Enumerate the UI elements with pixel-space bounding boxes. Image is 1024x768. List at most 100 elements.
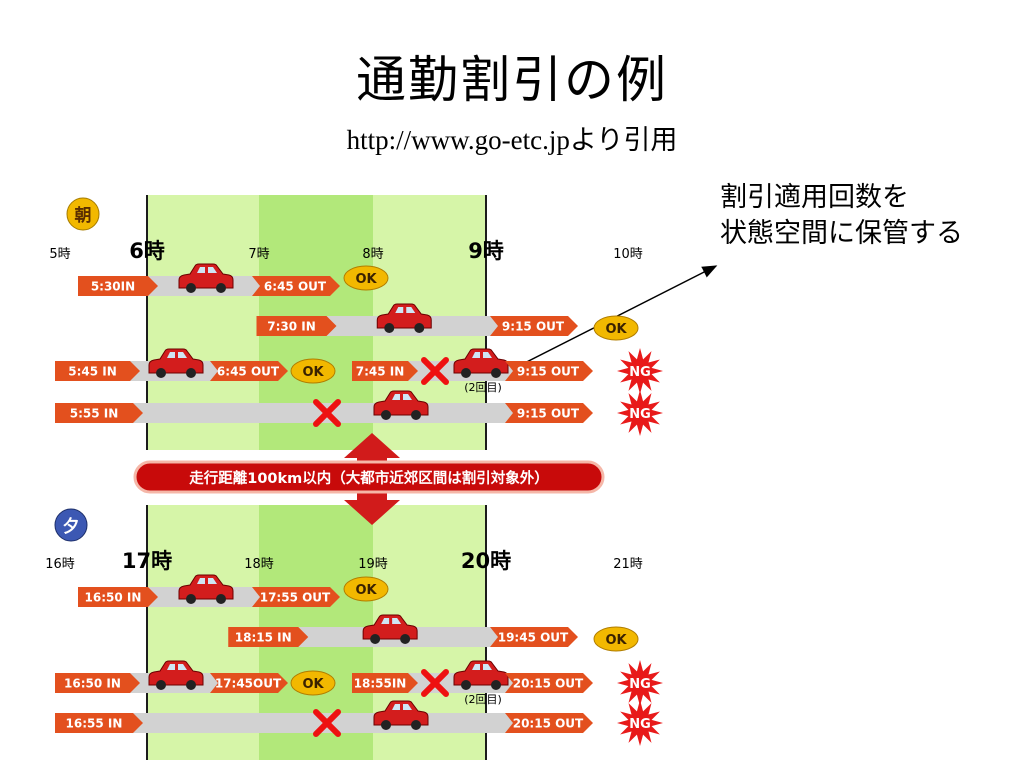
in-tag-shape [55, 673, 140, 693]
cross-stroke [313, 709, 341, 737]
car-icon [373, 700, 429, 730]
car-wheel [216, 283, 226, 293]
car-window [208, 578, 217, 584]
distance-indicator: 走行距離100km以内（大都市近郊区間は割引対象外） [133, 433, 605, 525]
car-body [148, 660, 204, 686]
car-body [373, 390, 429, 416]
in-tag: 7:30 IN [267, 320, 316, 334]
car-wheel [411, 410, 421, 420]
out-tag-shape [210, 673, 288, 693]
in-tag-shape [78, 276, 158, 296]
badge-circle [54, 508, 88, 542]
hour-label-3: 19時 [358, 557, 388, 572]
in-tag-second-shape [352, 361, 418, 381]
car-wheel [156, 680, 166, 690]
car-wheel [491, 680, 501, 690]
car-icon [148, 660, 204, 690]
in-tag: 5:30IN [91, 280, 135, 294]
car-wheel [400, 634, 411, 644]
out-tag-second: 9:15 OUT [517, 365, 580, 379]
out-tag-second-shape [505, 361, 593, 381]
car-window [167, 664, 175, 670]
result-ng: NG [629, 717, 651, 732]
out-tag-shape [490, 316, 578, 336]
in-tag: 5:55 IN [70, 407, 119, 421]
car-window [197, 267, 205, 273]
car-window [178, 352, 187, 358]
cross-stroke [313, 399, 341, 427]
hour-label-0: 5時 [49, 247, 70, 262]
result-ok: OK [605, 322, 627, 337]
cross-icon [421, 669, 449, 697]
car-window [403, 394, 412, 400]
in-tag-second: 18:55IN [354, 677, 407, 691]
car-window [403, 704, 412, 710]
car-wheel [186, 594, 196, 604]
out-tag-shape [505, 403, 593, 423]
ng-burst-icon [617, 700, 663, 746]
car-icon [362, 614, 418, 644]
ok-badge-icon [290, 358, 336, 384]
car-window [392, 704, 400, 710]
cross-icon [313, 709, 341, 737]
out-tag-second: 20:15 OUT [513, 677, 584, 691]
in-tag-second: 7:45 IN [356, 365, 405, 379]
ok-badge-icon [593, 626, 639, 652]
in-tag: 16:50 IN [85, 591, 142, 605]
car-wheel [461, 368, 471, 378]
car-window [392, 394, 400, 400]
out-tag: 19:45 OUT [498, 631, 569, 645]
second-trip-note: (2回目) [464, 381, 502, 394]
car-wheel [414, 323, 425, 333]
out-tag-second-shape [505, 673, 593, 693]
callout-line-2: 状態空間に保管する [720, 218, 963, 249]
ok-badge-icon [290, 670, 336, 696]
second-trip-note: (2回目) [464, 693, 502, 706]
result-ng: NG [629, 407, 651, 422]
car-window [392, 618, 402, 624]
car-window [178, 664, 187, 670]
car-window [472, 352, 480, 358]
ng-burst-icon [617, 348, 663, 394]
car-body [178, 263, 234, 289]
hour-label-0: 16時 [45, 557, 75, 572]
in-tag-shape [256, 316, 337, 336]
ng-burst-icon [617, 390, 663, 436]
in-tag-shape [55, 361, 140, 381]
out-tag: 6:45 OUT [217, 365, 280, 379]
in-tag: 5:45 IN [68, 365, 117, 379]
in-tag-shape [78, 587, 158, 607]
in-tag-shape [228, 627, 309, 647]
badge-circle [66, 197, 100, 231]
car-icon [178, 574, 234, 604]
car-wheel [461, 680, 471, 690]
result-ok: OK [355, 272, 377, 287]
hour-label-5: 10時 [613, 247, 643, 262]
in-tag-second-shape [352, 673, 418, 693]
out-tag: 9:15 OUT [502, 320, 565, 334]
banner-text: 走行距離100km以内（大都市近郊区間は割引対象外） [189, 469, 549, 487]
result-ok: OK [355, 583, 377, 598]
out-tag-shape [210, 361, 288, 381]
hour-label-4: 9時 [468, 239, 504, 263]
hour-label-1: 6時 [129, 239, 165, 263]
car-wheel [491, 368, 501, 378]
in-tag-shape [55, 403, 143, 423]
car-wheel [156, 368, 166, 378]
callout-line-1: 割引適用回数を [720, 182, 909, 213]
car-body [373, 700, 429, 726]
car-window [472, 664, 480, 670]
badge-evening-text: 夕 [63, 516, 80, 537]
banner-box [133, 460, 605, 494]
ok-badge-icon [343, 265, 389, 291]
result-ok: OK [302, 677, 324, 692]
car-wheel [370, 634, 381, 644]
hour-label-4: 20時 [461, 549, 511, 573]
ok-badge-icon [593, 315, 639, 341]
callout-note: 割引適用回数を 状態空間に保管する [720, 180, 963, 252]
car-body [362, 614, 418, 640]
out-tag: 17:45OUT [215, 677, 282, 691]
